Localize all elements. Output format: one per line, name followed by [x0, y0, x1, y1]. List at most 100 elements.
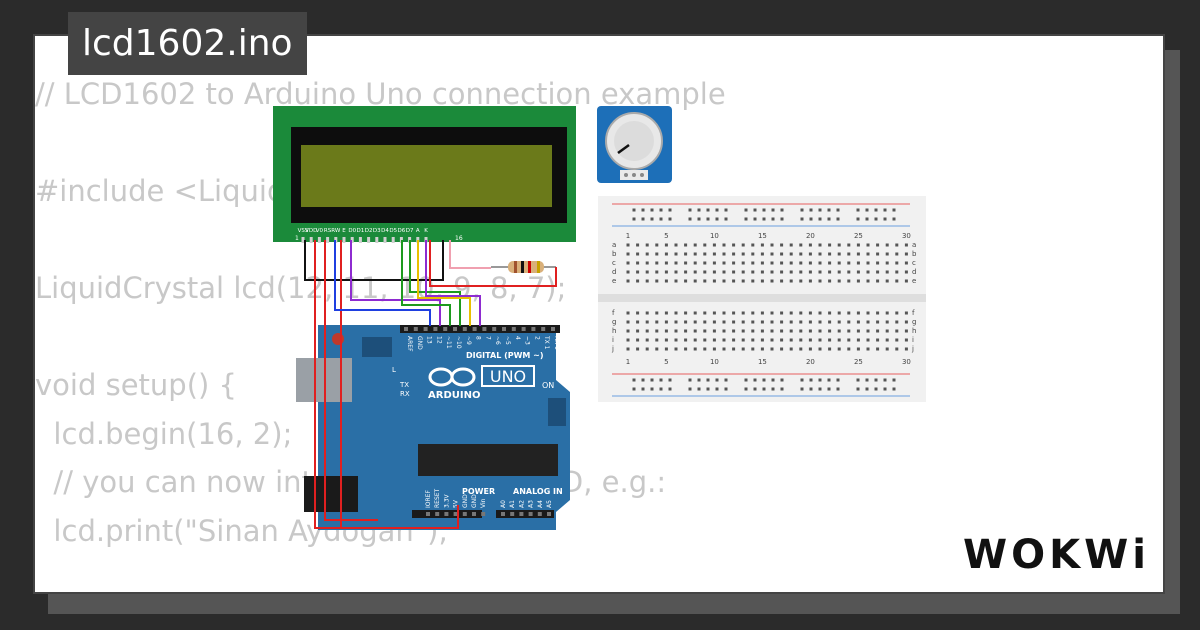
- breadboard-column-number: 25: [854, 358, 863, 366]
- analog-pin-label: A0: [500, 500, 507, 508]
- breadboard-column-number: 5: [664, 232, 668, 240]
- lcd-pin-label: V0: [316, 228, 324, 234]
- digital-pin-label: ~6: [494, 336, 501, 345]
- digital-pin-label: AREF: [406, 336, 413, 352]
- breadboard-row-letter: e: [912, 277, 916, 285]
- breadboard-row-letter: j: [611, 345, 614, 353]
- potentiometer[interactable]: [597, 106, 672, 183]
- breadboard-row-letter: i: [612, 336, 614, 344]
- power-pin-label: 3.3V: [443, 493, 450, 508]
- microcontroller-chip: [418, 444, 558, 476]
- wokwi-logo: WOKWi: [963, 532, 1150, 578]
- arduino-logo-icon: [428, 367, 476, 387]
- digital-pin-label: ~11: [445, 336, 452, 349]
- lcd-pin-label: RS: [324, 228, 332, 234]
- breadboard-column-number: 25: [854, 232, 863, 240]
- power-pin-label: 5V: [453, 499, 460, 508]
- digital-label: DIGITAL (PWM ~): [466, 351, 544, 360]
- breadboard-column-number: 20: [806, 358, 815, 366]
- breadboard-row-letter: h: [912, 327, 916, 335]
- lcd-pin-label: D3: [373, 228, 381, 234]
- breadboard-column-number: 30: [902, 232, 911, 240]
- led-label-rx: RX: [400, 390, 410, 398]
- lcd-pin-label: RW: [331, 228, 341, 234]
- lcd-pin-label: D2: [365, 228, 373, 234]
- digital-pin-label: TX 1: [543, 335, 550, 350]
- digital-pin-label: ~9: [465, 336, 472, 345]
- on-label: ON: [542, 381, 554, 390]
- power-pin-label: GND: [462, 494, 469, 508]
- led-label-tx: TX: [399, 381, 409, 389]
- breadboard-row-letter: a: [912, 241, 916, 249]
- lcd-pin-label: VDD: [305, 228, 317, 234]
- breadboard-row-letter: h: [612, 327, 616, 335]
- breadboard-column-number: 10: [710, 232, 719, 240]
- breadboard-row-letter: b: [612, 250, 617, 258]
- lcd-pin-label: E: [342, 228, 346, 234]
- digital-pin-label: 8: [475, 336, 482, 340]
- power-pin-label: RESET: [434, 488, 441, 508]
- breadboard-column-number: 20: [806, 232, 815, 240]
- lcd-pin-last: 16: [455, 235, 463, 242]
- power-pin-label: Vin: [480, 498, 487, 508]
- digital-pin-label: 2: [533, 336, 540, 340]
- digital-pin-label: 12: [435, 336, 442, 344]
- breadboard-row-letter: g: [612, 318, 616, 326]
- breadboard-column-number: 15: [758, 232, 767, 240]
- breadboard-row-letter: d: [912, 268, 916, 276]
- lcd-pin-label: D6: [398, 228, 406, 234]
- breadboard-holes: [626, 208, 908, 391]
- breadboard-row-letter: f: [912, 309, 915, 317]
- resistor: [491, 261, 556, 273]
- led-label-l: L: [392, 366, 396, 374]
- power-pin-label: GND: [471, 494, 478, 508]
- breadboard-column-number: 1: [626, 232, 630, 240]
- breadboard-column-number: 30: [902, 358, 911, 366]
- code-line: lcd.begin(16, 2);: [35, 416, 293, 451]
- board-brand: ARDUINO: [428, 390, 480, 401]
- board-model: UNO: [490, 367, 526, 386]
- digital-pin-label: ~10: [455, 336, 462, 349]
- breadboard-column-number: 1: [626, 358, 630, 366]
- power-jack: [304, 476, 358, 512]
- breadboard-row-letter: j: [911, 345, 914, 353]
- reset-button[interactable]: [332, 333, 344, 345]
- digital-pin-label: 7: [484, 336, 491, 340]
- breadboard-row-letter: a: [612, 241, 616, 249]
- lcd-pin-label: D4: [381, 228, 389, 234]
- digital-pin-label: ~5: [504, 336, 511, 345]
- breadboard-column-number: 15: [758, 358, 767, 366]
- lcd-pin-label: D0: [348, 228, 356, 234]
- digital-pin-label: RX 0: [553, 336, 560, 350]
- analog-pin-label: A2: [518, 500, 525, 508]
- digital-pin-label: GND: [416, 336, 423, 350]
- lcd-pin-first: 1: [295, 235, 299, 242]
- breadboard-row-letter: i: [912, 336, 914, 344]
- digital-pin-label: ~3: [524, 336, 531, 345]
- project-title[interactable]: lcd1602.ino: [68, 12, 307, 75]
- lcd-pin-label: D5: [389, 228, 397, 234]
- wires: [304, 240, 557, 529]
- digital-pin-label: 4: [514, 336, 521, 340]
- breadboard-column-number: 10: [710, 358, 719, 366]
- breadboard-row-letter: c: [612, 259, 616, 267]
- digital-pin-label: 13: [426, 336, 433, 344]
- lcd-pin-label: VSS: [298, 228, 309, 234]
- lcd-pin-label: K: [424, 228, 428, 234]
- breadboard-row-letter: d: [612, 268, 616, 276]
- lcd-pin-label: A: [416, 228, 420, 234]
- breadboard-row-letter: e: [612, 277, 616, 285]
- breadboard-column-number: 5: [664, 358, 668, 366]
- lcd-pin-label: D7: [406, 228, 414, 234]
- code-line: // LCD1602 to Arduino Uno connection exa…: [35, 77, 726, 111]
- analog-pin-label: A4: [537, 500, 544, 508]
- analog-pin-label: A5: [546, 500, 553, 508]
- power-label: POWER: [462, 487, 495, 496]
